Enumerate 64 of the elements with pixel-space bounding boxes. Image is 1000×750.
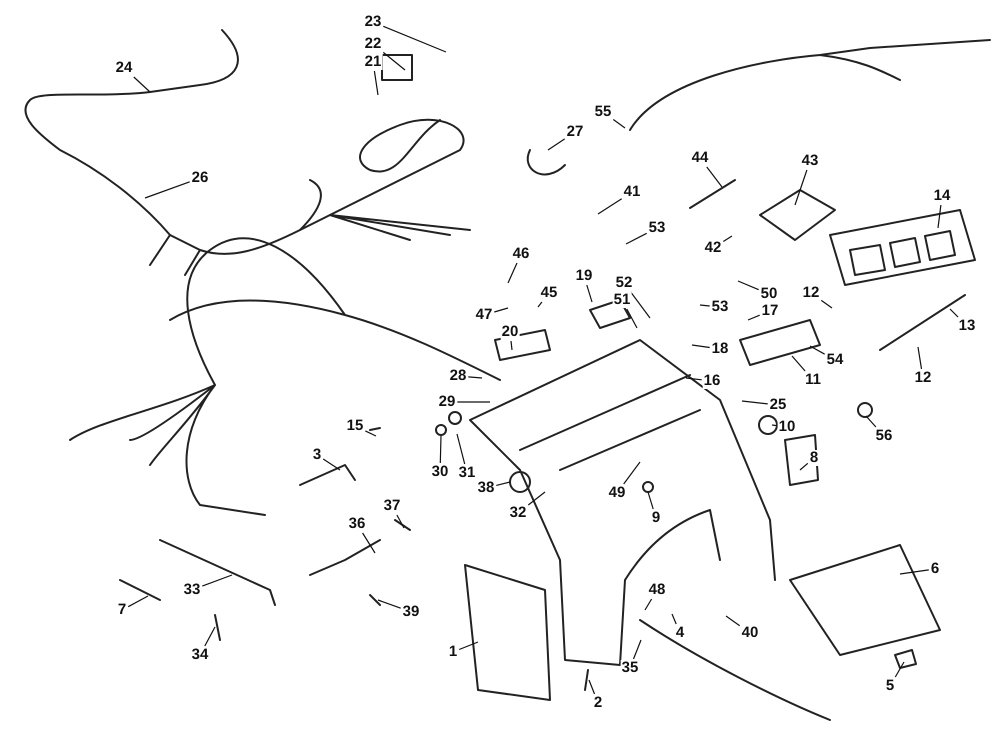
leader-line <box>494 307 508 313</box>
leader-line <box>538 302 542 308</box>
leader-line <box>598 198 622 214</box>
leader-line <box>204 626 216 646</box>
callout-number: 4 <box>674 625 686 641</box>
leader-line <box>144 181 190 199</box>
leader-line <box>647 492 654 510</box>
leader-line <box>374 70 379 96</box>
leader-line <box>792 356 806 372</box>
leader-line <box>692 344 710 348</box>
leader-line <box>917 346 922 370</box>
leader-line <box>671 614 677 624</box>
leader-line <box>866 416 876 428</box>
leader-line <box>457 401 490 403</box>
leader-line <box>510 340 513 350</box>
leader-line <box>800 462 808 470</box>
leader-line <box>588 680 596 694</box>
leader-line <box>644 598 652 610</box>
leader-line <box>362 532 376 554</box>
leader-line <box>365 430 376 437</box>
leader-line <box>396 514 405 528</box>
leader-line <box>894 662 905 678</box>
leader-line <box>202 574 232 587</box>
leader-line <box>742 400 768 404</box>
callout-number: 20 <box>500 324 520 340</box>
leader-line <box>382 52 406 70</box>
leader-line <box>937 204 942 228</box>
leader-line <box>950 308 958 318</box>
leader-line <box>612 119 626 128</box>
leader-line <box>726 616 740 626</box>
leader-line <box>810 345 825 355</box>
leader-line <box>456 434 466 464</box>
callout-number: 51 <box>612 292 632 308</box>
leader-line <box>706 166 722 188</box>
leader-line <box>440 436 442 464</box>
leader-line <box>468 376 482 379</box>
leader-line <box>507 262 518 284</box>
callout-number: 8 <box>808 450 820 466</box>
leader-line <box>128 595 148 608</box>
leader-line <box>900 569 929 575</box>
leader-line <box>722 236 732 242</box>
leader-line <box>496 481 510 486</box>
leader-line <box>378 599 401 609</box>
leader-line <box>700 304 710 307</box>
leader-line <box>383 26 446 53</box>
callout-number: 21 <box>364 54 382 70</box>
leader-line <box>748 314 760 321</box>
leader-line <box>586 284 593 302</box>
leader-line <box>528 492 546 506</box>
leader-line <box>548 138 566 150</box>
leader-line <box>738 280 759 290</box>
leader-line <box>626 308 638 328</box>
leader-line <box>794 170 808 206</box>
leader-line <box>820 300 832 308</box>
leader-line <box>626 232 647 245</box>
leader-line <box>772 424 777 426</box>
leader-line <box>686 377 702 380</box>
leader-line <box>623 462 640 484</box>
leader-line <box>458 641 478 650</box>
leader-line <box>630 292 650 318</box>
callout-number: 16 <box>702 373 722 389</box>
leader-line <box>322 458 340 470</box>
leader-line <box>632 640 642 660</box>
leader-line <box>133 76 150 92</box>
